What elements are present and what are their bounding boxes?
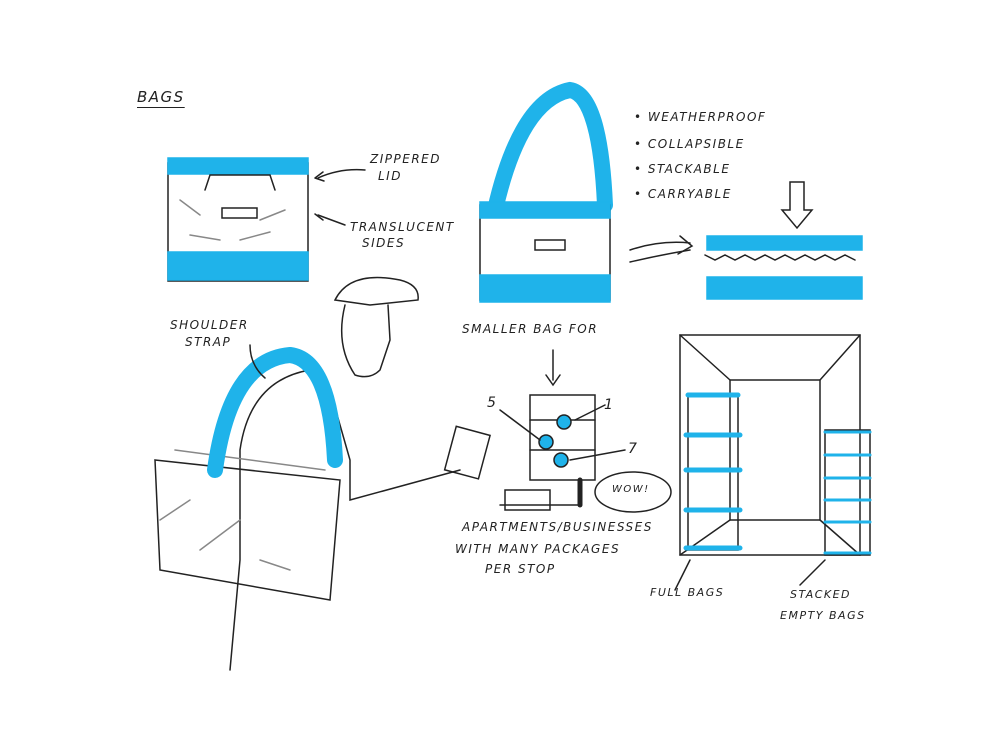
page-title: Bags: [137, 88, 185, 106]
label-lid: Lid: [378, 169, 402, 183]
room-storage-sketch: [674, 334, 872, 591]
feature-label: Stackable: [647, 162, 731, 176]
feature-label: Collapsible: [647, 137, 745, 151]
bag-closed-sketch: [167, 157, 366, 282]
label-empty-bags: Empty bags: [780, 609, 866, 622]
count-1: 1: [604, 397, 615, 413]
label-stacked: Stacked: [790, 588, 852, 601]
feature-item: • Collapsible: [634, 137, 745, 151]
feature-item: • Carryable: [634, 187, 732, 201]
label-apartments: Apartments/Businesses: [462, 520, 653, 534]
feature-item: • Weatherproof: [634, 110, 767, 124]
label-translucent: Translucent: [350, 220, 455, 234]
feature-label: Carryable: [647, 187, 732, 201]
apartment-building-sketch: [499, 349, 672, 513]
label-smaller-bag: Smaller bag for: [462, 322, 599, 336]
label-full-bags: Full bags: [650, 586, 725, 599]
courier-figure-sketch: [154, 276, 491, 671]
bag-with-handle-sketch: [479, 81, 694, 303]
label-sides: Sides: [362, 236, 406, 250]
label-strap: Strap: [185, 335, 232, 349]
label-shoulder: Shoulder: [170, 318, 249, 332]
label-per-stop: per stop: [485, 562, 556, 576]
speech-bubble-text: Wow!: [612, 484, 650, 495]
label-zippered: Zippered: [370, 152, 441, 166]
label-many-packages: with many packages: [455, 542, 621, 556]
feature-label: Weatherproof: [647, 110, 767, 124]
count-5: 5: [487, 395, 498, 411]
collapsed-bag-sketch: [704, 181, 863, 300]
feature-item: • Stackable: [634, 162, 731, 176]
count-7: 7: [628, 441, 639, 457]
